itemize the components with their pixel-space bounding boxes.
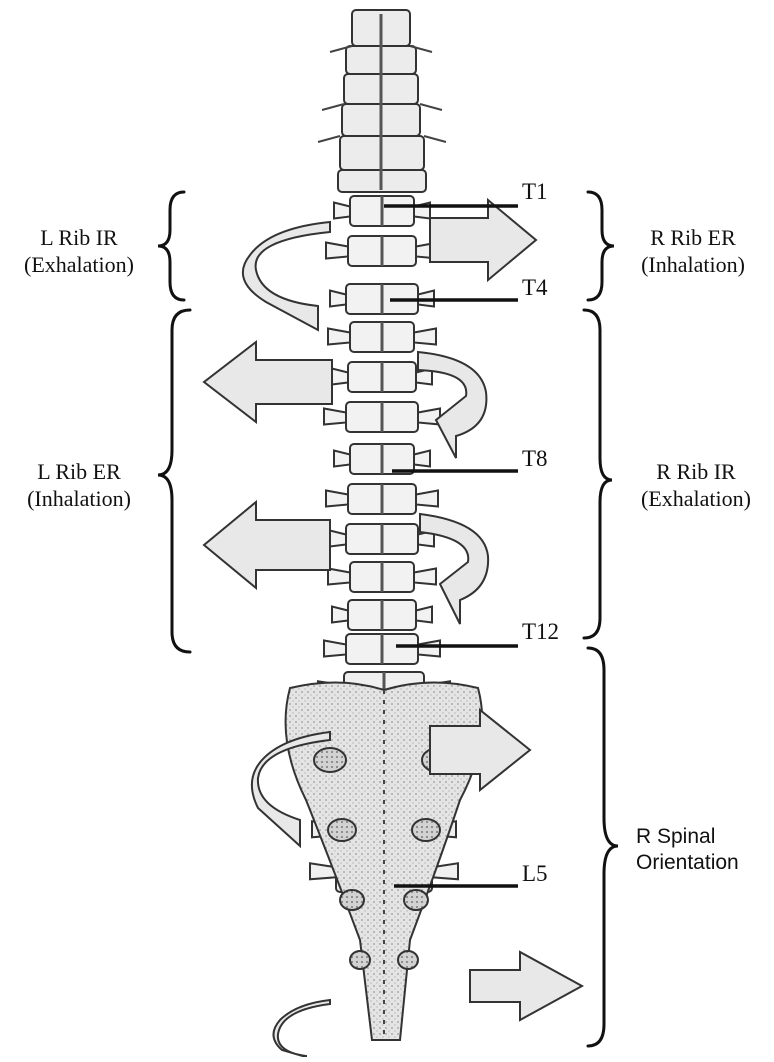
right-brace-upper	[588, 192, 614, 300]
thoracic-vertebra	[328, 322, 436, 352]
thoracic-vertebra	[330, 524, 434, 554]
thoracic-vertebra	[332, 600, 432, 630]
thoracic-vertebra	[334, 196, 430, 226]
left-label-upper: L Rib IR (Exhalation)	[4, 224, 154, 278]
thoracic-vertebra	[326, 484, 438, 514]
right-label-lower-line2: Orientation	[636, 850, 772, 876]
right-label-lower-line1: R Spinal	[636, 824, 772, 850]
thoracic-spine	[324, 196, 440, 664]
vertebra-label-t8: T8	[522, 445, 548, 472]
rotation-arrow-sacral	[273, 952, 582, 1057]
left-brace-upper	[158, 192, 184, 300]
thoracic-vertebra	[326, 236, 438, 266]
rotation-arrow-lower	[204, 502, 488, 624]
cervical-spine	[318, 10, 446, 192]
left-brace-middle	[158, 310, 190, 652]
left-label-upper-line2: (Exhalation)	[4, 251, 154, 278]
right-label-middle: R Rib IR (Exhalation)	[620, 458, 772, 512]
thoracic-vertebra	[328, 562, 436, 592]
vertebra-label-t12: T12	[522, 618, 559, 645]
right-label-middle-line2: (Exhalation)	[620, 485, 772, 512]
right-brace-middle	[584, 310, 612, 638]
right-label-upper-line2: (Inhalation)	[618, 251, 768, 278]
thoracic-vertebra	[324, 402, 440, 432]
vertebra-label-t4: T4	[522, 274, 548, 301]
rotation-arrow-middle	[204, 342, 486, 458]
thoracic-vertebra	[324, 634, 440, 664]
left-label-middle-line2: (Inhalation)	[4, 485, 154, 512]
vertebra-label-l5: L5	[522, 860, 548, 887]
right-label-lower: R Spinal Orientation	[636, 824, 772, 876]
right-label-upper-line1: R Rib ER	[618, 224, 768, 251]
left-label-upper-line1: L Rib IR	[4, 224, 154, 251]
left-label-middle: L Rib ER (Inhalation)	[4, 458, 154, 512]
left-label-middle-line1: L Rib ER	[4, 458, 154, 485]
right-brace-lower	[588, 648, 618, 1046]
right-label-middle-line1: R Rib IR	[620, 458, 772, 485]
right-label-upper: R Rib ER (Inhalation)	[618, 224, 768, 278]
vertebra-label-t1: T1	[522, 178, 548, 205]
